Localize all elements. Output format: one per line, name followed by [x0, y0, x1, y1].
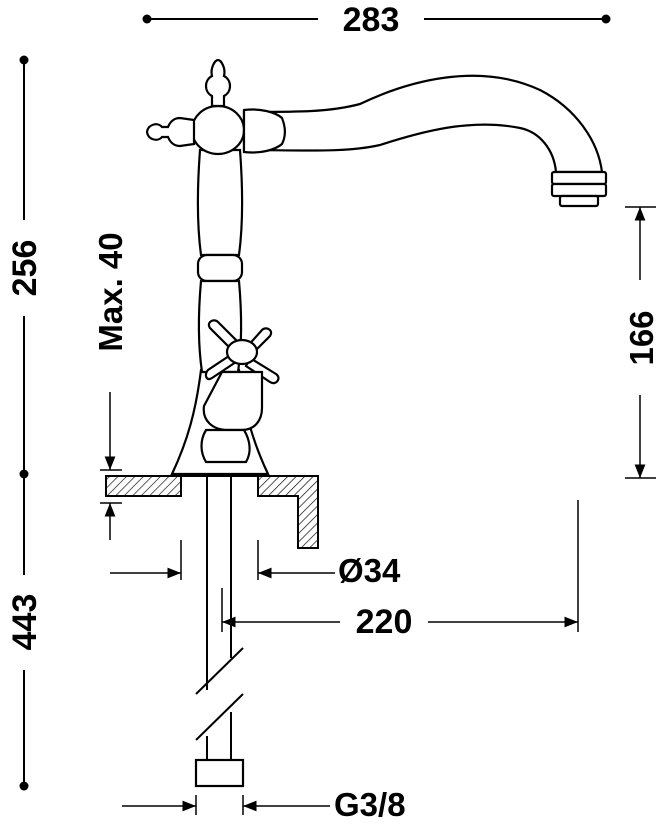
supply-hose — [194, 476, 245, 788]
dimension-label-hole-diameter: Ø34 — [338, 552, 401, 589]
dimension-left-vertical: 256 443 — [6, 55, 44, 791]
faucet-body — [145, 58, 608, 476]
dimension-label-reach: 220 — [356, 603, 413, 641]
dimension-label-max-thickness: Max. 40 — [92, 232, 129, 351]
dimension-label-spout-height: 166 — [623, 310, 660, 365]
dimension-spout-height: 166 — [623, 206, 660, 479]
dimension-label-top-width: 283 — [343, 1, 400, 39]
dimension-label-lower-height: 443 — [6, 594, 44, 651]
dimension-max-thickness: Max. 40 — [92, 232, 129, 540]
dimension-reach: 220 — [221, 500, 579, 641]
dimension-connection: G3/8 — [122, 786, 406, 823]
dimension-label-connection: G3/8 — [334, 786, 406, 823]
dimension-label-upper-height: 256 — [6, 240, 44, 297]
countertop-section — [105, 475, 319, 549]
dimension-top-width: 283 — [142, 1, 611, 39]
dimension-hole-diameter: Ø34 — [110, 540, 401, 589]
